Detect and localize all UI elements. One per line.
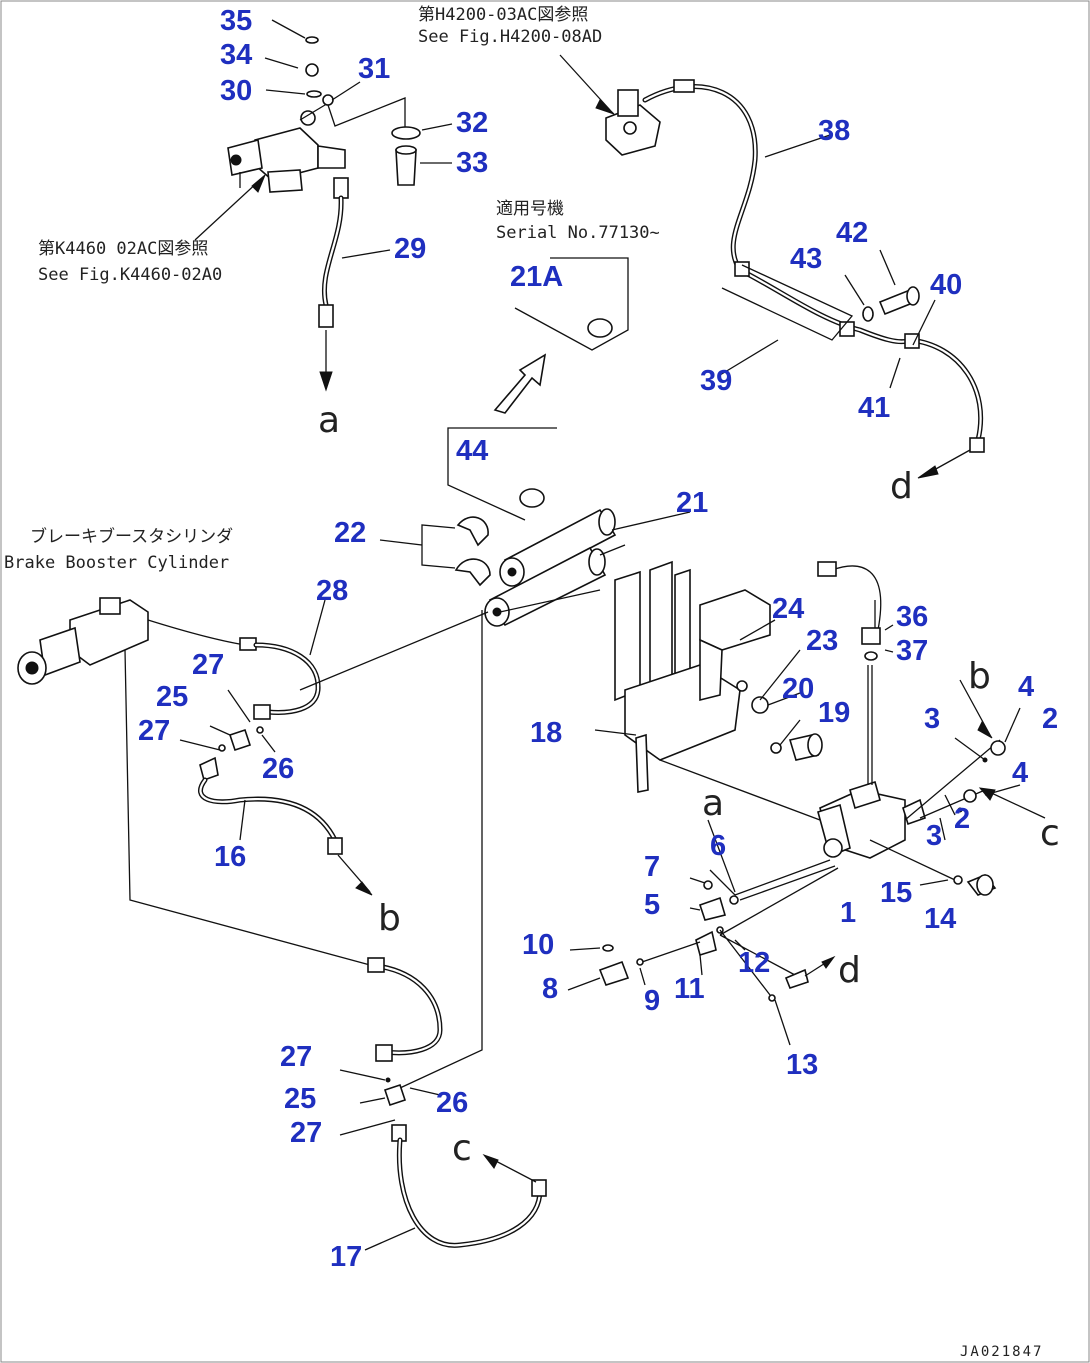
note-serial-jp: 適用号機 — [496, 199, 564, 219]
hose-28 — [179, 599, 489, 753]
part-callout: 27 — [192, 649, 224, 681]
part-callout: 35 — [220, 5, 252, 37]
part-callout: 25 — [284, 1083, 316, 1115]
part-callout: 30 — [220, 75, 252, 107]
part-callout: 2 — [954, 803, 970, 835]
part-callout: 20 — [782, 673, 814, 705]
part-callout: 11 — [674, 973, 705, 1005]
part-callout: 15 — [880, 877, 912, 909]
part-callout: 19 — [818, 697, 850, 729]
part-callouts: 35 34 30 31 32 33 29 38 42 43 40 39 41 2… — [138, 5, 1058, 1273]
note-ref-h4200-jp: 第H4200-03AC図参照 — [418, 5, 588, 25]
valve-assembly-top-left — [227, 19, 406, 193]
part-callout: 21 — [676, 487, 708, 519]
part-callout: 12 — [738, 947, 770, 979]
part-callout: 27 — [280, 1041, 312, 1073]
part-callout: 34 — [220, 39, 252, 71]
part-callout: 10 — [522, 929, 554, 961]
part-callout: 36 — [896, 601, 928, 633]
hose-38-assembly — [559, 54, 985, 479]
part-callout: 29 — [394, 233, 426, 265]
connection-letter: a — [702, 783, 724, 824]
part-callout: 26 — [262, 753, 294, 785]
bolt-33-washer-32 — [391, 123, 453, 186]
part-callout: 27 — [290, 1117, 322, 1149]
part-callout: 25 — [156, 681, 188, 713]
part-callout: 9 — [644, 985, 660, 1017]
notes: 第H4200-03AC図参照 See Fig.H4200-08AD 第K4460… — [4, 5, 1043, 1360]
note-serial-en: Serial No.77130~ — [496, 223, 660, 243]
part-callout: 43 — [790, 243, 822, 275]
part-callout: 26 — [436, 1087, 468, 1119]
part-callout: 3 — [926, 820, 942, 852]
part-callout: 2 — [1042, 703, 1058, 735]
connection-letter: b — [968, 656, 991, 697]
note-brake-en: Brake Booster Cylinder — [4, 553, 229, 573]
part-callout: 1 — [840, 897, 856, 929]
connection-letter: c — [452, 1128, 472, 1169]
note-ref-h4200-en: See Fig.H4200-08AD — [418, 27, 602, 47]
serial-bracket — [447, 257, 629, 521]
hose-16 — [198, 756, 373, 896]
part-callout: 28 — [316, 575, 348, 607]
part-callout: 13 — [786, 1049, 818, 1081]
hose-17-assembly — [339, 610, 547, 1251]
connection-letters: a d b c a b c d — [318, 400, 1060, 1169]
connection-letter: d — [838, 950, 861, 991]
connection-letter: a — [318, 400, 340, 441]
part-callout: 32 — [456, 107, 488, 139]
part-callout: 18 — [530, 717, 562, 749]
part-callout: 41 — [858, 392, 890, 424]
part-callout: 14 — [924, 903, 956, 935]
connection-letter: d — [890, 466, 913, 507]
note-ref-k4460-en: See Fig.K4460-02A0 — [38, 265, 222, 285]
part-callout: 6 — [710, 830, 726, 862]
part-callout: 3 — [924, 703, 940, 735]
note-ref-k4460-jp: 第K4460 02AC図参照 — [38, 239, 208, 259]
part-callout: 27 — [138, 715, 170, 747]
part-callout: 21A — [510, 261, 563, 293]
hose-29 — [194, 174, 391, 392]
part-callout: 5 — [644, 889, 660, 921]
part-callout: 42 — [836, 217, 868, 249]
drawing-lines — [17, 19, 1046, 1251]
part-callout: 4 — [1018, 671, 1034, 703]
part-callout: 39 — [700, 365, 732, 397]
part-callout: 33 — [456, 147, 488, 179]
cylinders-21 — [379, 508, 691, 627]
connection-letter: b — [378, 898, 401, 939]
part-callout: 40 — [930, 269, 962, 301]
part-callout: 24 — [772, 593, 804, 625]
note-brake-jp: ブレーキブースタシリンダ — [30, 526, 233, 547]
part-callout: 23 — [806, 625, 838, 657]
part-callout: 8 — [542, 973, 558, 1005]
connection-letter: c — [1040, 813, 1060, 854]
bracket-18 — [499, 560, 823, 821]
part-callout: 22 — [334, 517, 366, 549]
valve-1-assembly — [567, 561, 1046, 1046]
part-callout: 16 — [214, 841, 246, 873]
part-callout: 31 — [358, 53, 390, 85]
part-callout: 44 — [456, 435, 488, 467]
brake-booster-cylinder — [17, 597, 371, 966]
part-callout: 17 — [330, 1241, 362, 1273]
figure-code: JA021847 — [960, 1344, 1043, 1360]
part-callout: 37 — [896, 635, 928, 667]
part-callout: 7 — [644, 851, 660, 883]
part-callout: 4 — [1012, 757, 1028, 789]
part-callout: 38 — [818, 115, 850, 147]
